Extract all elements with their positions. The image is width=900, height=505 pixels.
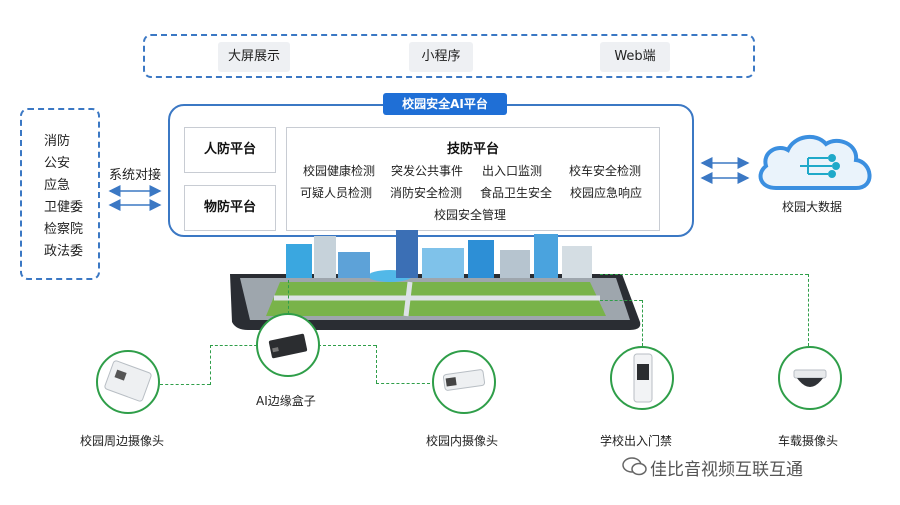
tech-item: 校车安全检测 — [569, 164, 642, 178]
connector-line — [210, 345, 211, 385]
vehicle-camera-label: 车载摄像头 — [778, 434, 839, 448]
connector-line — [600, 274, 808, 275]
tech-item: 突发公共事件 — [391, 164, 464, 178]
client-group — [143, 34, 755, 78]
client-big-screen: 大屏展示 — [218, 42, 290, 72]
agency-item: 政法委 — [44, 244, 84, 259]
vehicle-camera-icon — [778, 346, 842, 410]
physical-defense-platform: 物防平台 — [184, 185, 276, 231]
connector-line — [376, 383, 430, 384]
tech-item: 可疑人员检测 — [300, 186, 373, 200]
agency-item: 公安 — [44, 156, 71, 171]
tech-item: 校园健康检测 — [303, 164, 376, 178]
connector-line — [376, 345, 377, 383]
perimeter-camera-icon — [96, 350, 160, 414]
agency-item: 检察院 — [44, 222, 84, 237]
perimeter-camera-label: 校园周边摄像头 — [80, 434, 165, 448]
indoor-camera-label: 校园内摄像头 — [426, 434, 499, 448]
connector-line — [642, 300, 643, 346]
tech-item: 校园应急响应 — [570, 186, 643, 200]
gate-access-icon — [610, 346, 674, 410]
tech-item: 校园安全管理 — [434, 208, 507, 222]
smart-campus-tablet-illustration — [230, 230, 641, 330]
tech-defense-platform — [286, 127, 660, 231]
watermark: 佳比音视频互联互通 — [650, 460, 803, 480]
tech-item: 消防安全检测 — [390, 186, 463, 200]
docking-label: 系统对接 — [109, 168, 162, 183]
cloud-icon — [758, 134, 872, 190]
connector-line — [318, 345, 376, 346]
connector-line — [160, 384, 210, 385]
tech-item: 出入口监测 — [482, 164, 543, 178]
edge-box-icon — [256, 313, 320, 377]
client-web: Web端 — [600, 42, 670, 72]
platform-title: 校园安全AI平台 — [383, 93, 507, 115]
connector-line — [210, 345, 262, 346]
connector-line — [600, 300, 642, 301]
big-data-label: 校园大数据 — [782, 200, 843, 214]
agency-item: 卫健委 — [44, 200, 84, 215]
agency-item: 应急 — [44, 178, 71, 193]
indoor-camera-icon — [432, 350, 496, 414]
connector-line — [808, 274, 809, 346]
wechat-icon — [622, 457, 647, 476]
edge-box-label: AI边缘盒子 — [256, 394, 316, 408]
tech-item: 食品卫生安全 — [480, 186, 553, 200]
agency-group — [20, 108, 100, 280]
client-mini-program: 小程序 — [409, 42, 473, 72]
civil-defense-platform: 人防平台 — [184, 127, 276, 173]
agency-item: 消防 — [44, 134, 71, 149]
connector-line — [288, 280, 289, 314]
tech-defense-title: 技防平台 — [446, 142, 499, 157]
gate-access-label: 学校出入门禁 — [600, 434, 673, 448]
